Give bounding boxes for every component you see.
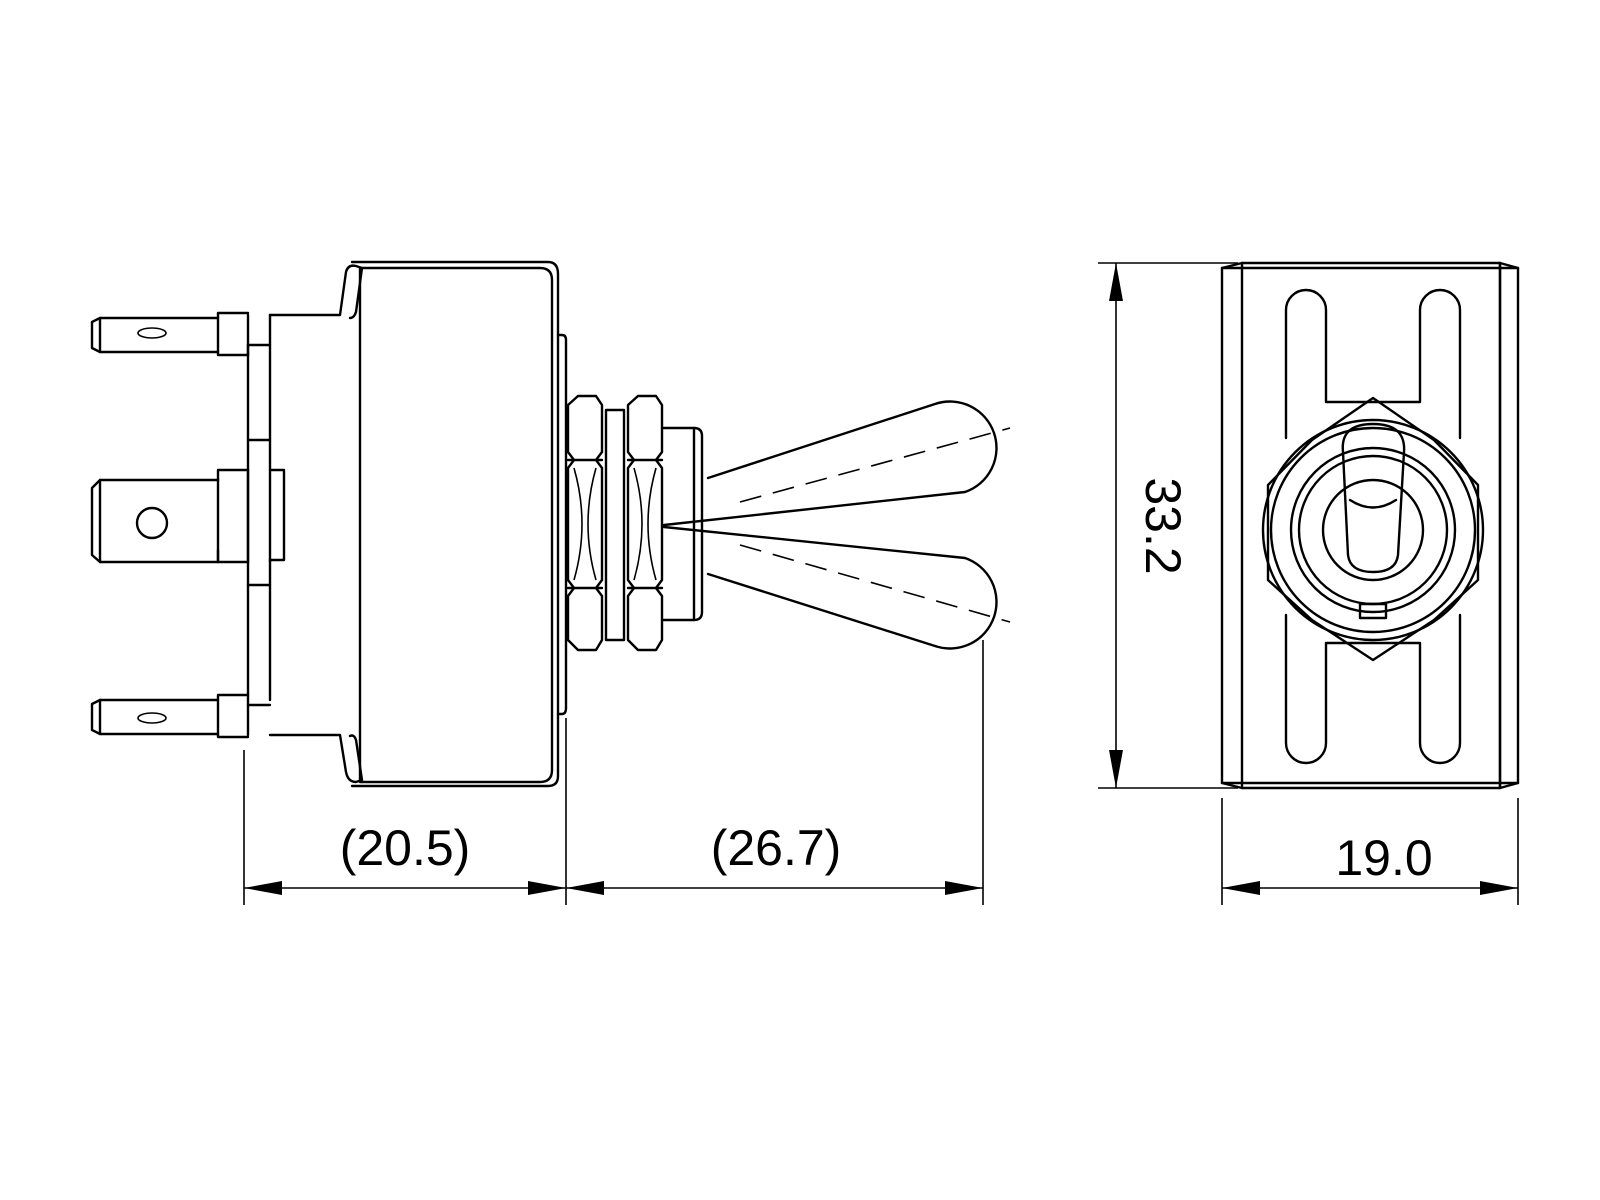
front-bushing-rings (1289, 446, 1457, 620)
dimension-lever-projection: (26.7) (566, 640, 984, 905)
lock-washer (604, 408, 626, 642)
front-view: 33.2 19.0 (1098, 261, 1520, 905)
hex-nut-front (566, 394, 604, 652)
terminal-middle (90, 438, 286, 587)
front-frame (1220, 261, 1520, 790)
dimension-label-body-width: 19.0 (1335, 830, 1432, 886)
dimension-body-height: 33.2 (1098, 262, 1238, 789)
terminal-bottom (90, 693, 272, 739)
hex-nut-rear (626, 394, 664, 652)
bushing (660, 426, 704, 622)
toggle-lever-down (662, 525, 1011, 650)
dimension-body-width: 19.0 (1221, 798, 1519, 905)
front-lever (1341, 422, 1406, 574)
dimension-rear-depth: (20.5) (243, 718, 567, 905)
mounting-bracket (1284, 288, 1462, 765)
dimension-label-rear-depth: (20.5) (340, 820, 471, 876)
dimension-label-lever-projection: (26.7) (711, 820, 842, 876)
dimension-label-body-height: 33.2 (1135, 477, 1191, 574)
toggle-lever-up (662, 400, 1011, 527)
front-hex-nut (1261, 396, 1485, 662)
front-flange (556, 333, 568, 716)
side-view: (20.5) (26.7) (90, 260, 1011, 905)
switch-body (246, 260, 560, 788)
terminal-top (90, 311, 272, 357)
